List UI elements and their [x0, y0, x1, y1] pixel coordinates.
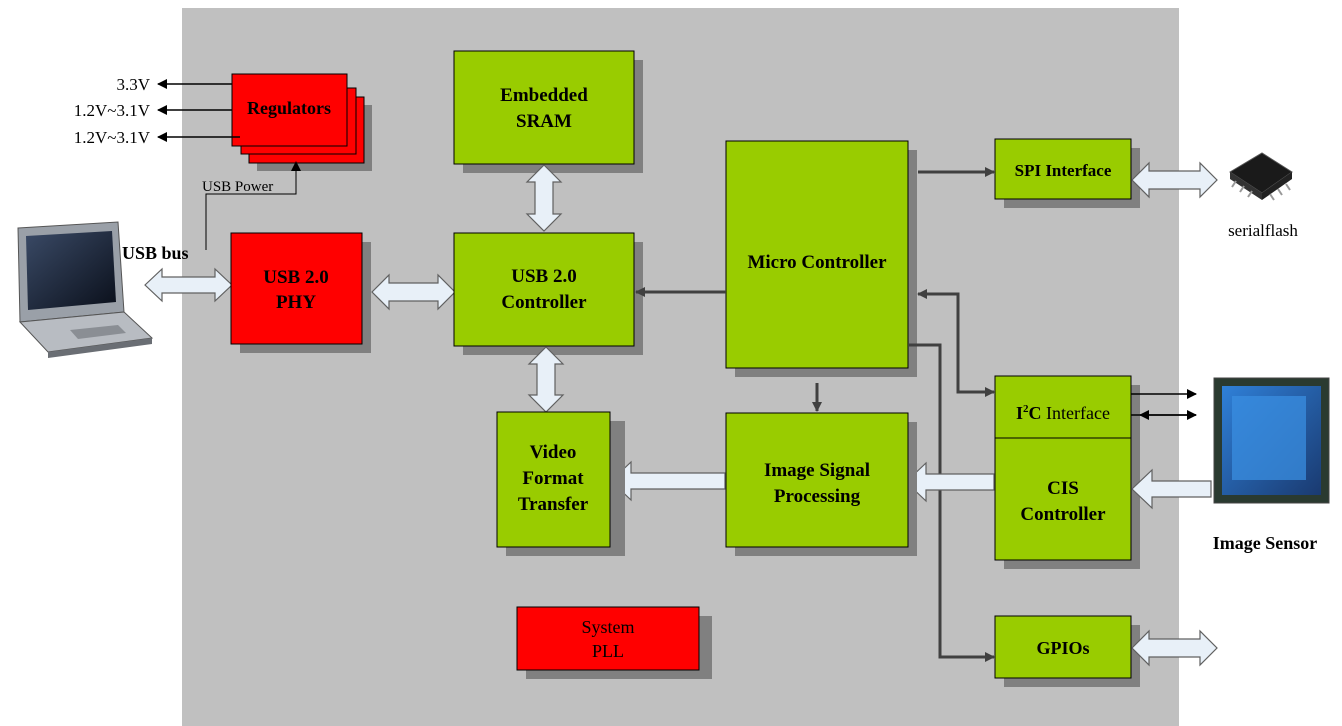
spi-interface-block — [994, 138, 1132, 200]
cis-to-isp-arrow — [905, 461, 995, 503]
laptop-icon — [17, 221, 154, 358]
gpios-block — [994, 615, 1132, 679]
voltage-outputs: 3.3V 1.2V~3.1V 1.2V~3.1V — [74, 75, 240, 147]
image-sensor-icon — [1213, 377, 1330, 504]
embedded-sram-block — [453, 50, 635, 165]
vft-line-2: Format — [522, 468, 584, 489]
image-signal-processing-block — [725, 412, 909, 548]
regulators-label: Regulators — [247, 98, 331, 118]
usb-power-label: USB Power — [202, 179, 273, 195]
video-format-transfer-block — [496, 411, 611, 548]
gpio-external-arrow — [1131, 629, 1218, 667]
sram-line-1: Embedded — [500, 85, 588, 106]
isp-line-2: Processing — [774, 486, 861, 507]
serialflash-label: serialflash — [1228, 221, 1298, 240]
voltage-label-1: 3.3V — [116, 75, 150, 94]
spi-interface-label: SPI Interface — [1015, 161, 1112, 180]
vft-line-3: Transfer — [518, 494, 589, 515]
mcu-to-gpio-arrow — [908, 343, 995, 662]
cis-controller-block — [994, 437, 1132, 561]
system-pll-line-2: PLL — [592, 641, 624, 661]
isp-to-vft-arrow — [610, 460, 726, 502]
usb-controller-line-1: USB 2.0 — [511, 266, 576, 287]
sram-line-2: SRAM — [516, 111, 572, 132]
image-sensor-label: Image Sensor — [1213, 533, 1318, 553]
usb-phy-line-1: USB 2.0 — [263, 267, 328, 288]
sensor-to-cis-arrow — [1131, 468, 1212, 510]
i2c-interface-block — [994, 375, 1132, 439]
spi-flash-arrow — [1131, 161, 1218, 199]
usb-bus-label: USB bus — [122, 243, 189, 263]
cis-controller-line-2: Controller — [1020, 504, 1106, 525]
regulators-block: Regulators — [231, 73, 372, 171]
usb-controller-block — [453, 232, 635, 347]
voltage-label-2: 1.2V~3.1V — [74, 101, 151, 120]
usb-phy-block — [230, 232, 363, 345]
usb-controller-line-2: Controller — [501, 292, 587, 313]
usb-power-line — [205, 161, 301, 250]
serialflash-chip-icon — [1229, 152, 1293, 201]
usb-phy-line-2: PHY — [276, 292, 316, 313]
isp-line-1: Image Signal — [764, 460, 870, 481]
micro-controller-block — [725, 140, 909, 369]
system-pll-line-1: System — [581, 617, 634, 637]
vft-line-1: Video — [530, 442, 577, 463]
system-pll-block — [516, 606, 700, 671]
gpios-label: GPIOs — [1036, 638, 1089, 658]
micro-controller-label: Micro Controller — [747, 252, 887, 273]
voltage-label-3: 1.2V~3.1V — [74, 128, 151, 147]
cis-controller-line-1: CIS — [1047, 478, 1079, 499]
sram-controller-arrow — [525, 164, 563, 232]
i2c-interface-label: I2C Interface — [1016, 403, 1110, 423]
